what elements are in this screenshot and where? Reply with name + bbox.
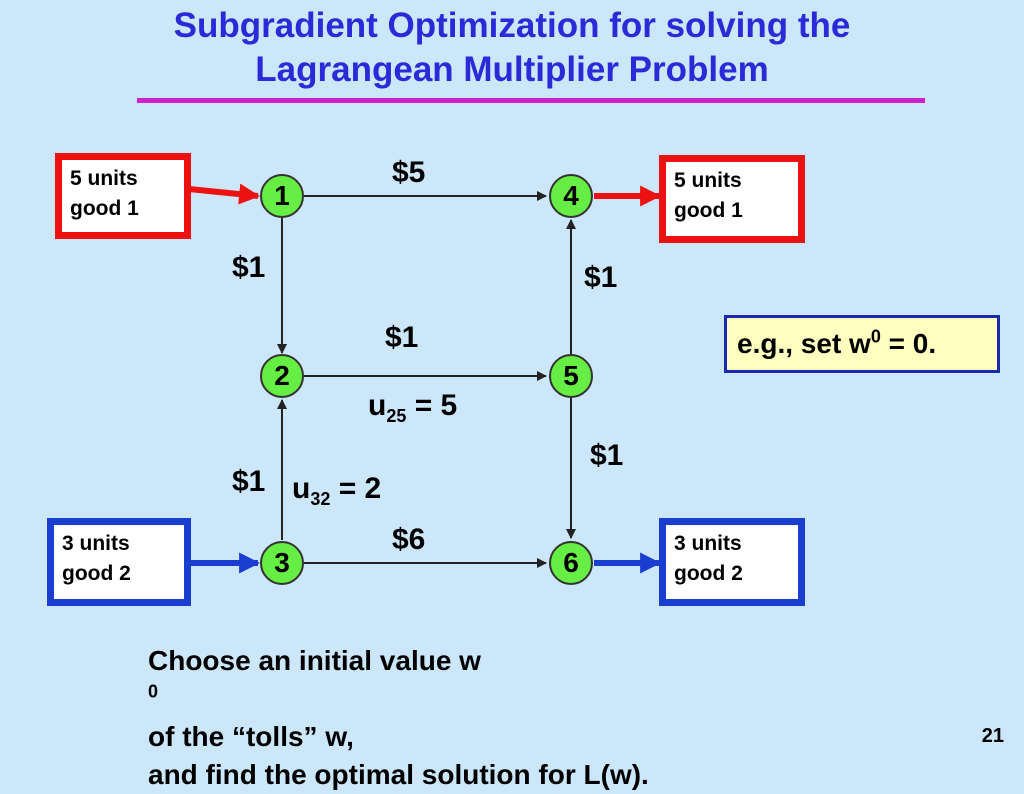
node-4-label: 4: [563, 180, 579, 211]
note-suffix: = 0.: [880, 328, 937, 359]
cost-label-5-4: $1: [584, 261, 618, 294]
supply-box-good2-source: 3 units good 2: [47, 518, 191, 606]
demand-good2-sink-commodity: good 2: [674, 562, 743, 585]
note-superscript: 0: [870, 326, 881, 347]
slide-title: Subgradient Optimization for solving the…: [0, 4, 1024, 92]
cost-label-3-2: $1: [232, 465, 266, 498]
caption-line2: and find the optimal solution for L(w).: [148, 759, 649, 790]
note-prefix: e.g., set w: [737, 328, 871, 359]
capacity-3-2-value: = 2: [330, 472, 382, 505]
supply-good2-source-amount: 3 units: [62, 532, 130, 555]
cost-label-2-5: $1: [385, 321, 419, 354]
node-6-label: 6: [563, 547, 579, 578]
node-2-circle: [260, 354, 304, 398]
slide-title-line1: Subgradient Optimization for solving the: [173, 6, 851, 45]
caption-line1: Choose an initial value w 0 of the “tolls…: [148, 642, 908, 756]
demand-box-good2-sink: 3 units good 2: [659, 518, 805, 606]
supply-good1-source-commodity: good 1: [70, 197, 139, 220]
caption-line1-end: of the “tolls” w,: [148, 721, 354, 752]
instruction-caption: Choose an initial value w 0 of the “tolls…: [148, 642, 908, 794]
page-number: 21: [981, 725, 1004, 747]
example-note-box: e.g., set w0 = 0.: [724, 315, 1000, 373]
demand-box-good1-sink: 5 units good 1: [659, 155, 805, 243]
demand-good1-sink-commodity: good 1: [674, 199, 743, 222]
capacity-3-2-base: u: [292, 472, 311, 505]
caption-line1-start: Choose an initial value w: [148, 645, 481, 676]
node-4-circle: [549, 174, 593, 218]
capacity-label-3-2: u32 = 2: [292, 472, 381, 516]
node-3-label: 3: [274, 547, 290, 578]
node-2-label: 2: [274, 360, 290, 391]
cost-label-3-6: $6: [392, 523, 426, 556]
title-divider: [137, 98, 925, 103]
supply-box-good1-source: 5 units good 1: [55, 153, 191, 239]
cost-label-5-6: $1: [590, 439, 624, 472]
node-5-circle: [549, 354, 593, 398]
capacity-2-5-subscript: 25: [386, 406, 407, 426]
network-diagram: [188, 174, 662, 585]
demand-good2-sink-amount: 3 units: [674, 532, 742, 555]
node-5-label: 5: [563, 360, 579, 391]
supply-arrow-good1-in: [188, 183, 261, 205]
supply-good1-source-amount: 5 units: [70, 167, 138, 190]
cost-label-1-4: $5: [392, 156, 426, 189]
capacity-3-2-subscript: 32: [310, 489, 331, 509]
capacity-label-2-5: u25 = 5: [368, 389, 457, 433]
capacity-2-5-base: u: [368, 389, 387, 422]
cost-label-1-2: $1: [232, 251, 266, 284]
demand-good1-sink-amount: 5 units: [674, 169, 742, 192]
node-3-circle: [260, 541, 304, 585]
capacity-2-5-value: = 5: [406, 389, 458, 422]
caption-superscript: 0: [148, 681, 159, 702]
slide-title-line2: Lagrangean Multiplier Problem: [255, 50, 769, 89]
node-1-label: 1: [274, 180, 290, 211]
node-6-circle: [549, 541, 593, 585]
supply-good2-source-commodity: good 2: [62, 562, 131, 585]
node-1-circle: [260, 174, 304, 218]
